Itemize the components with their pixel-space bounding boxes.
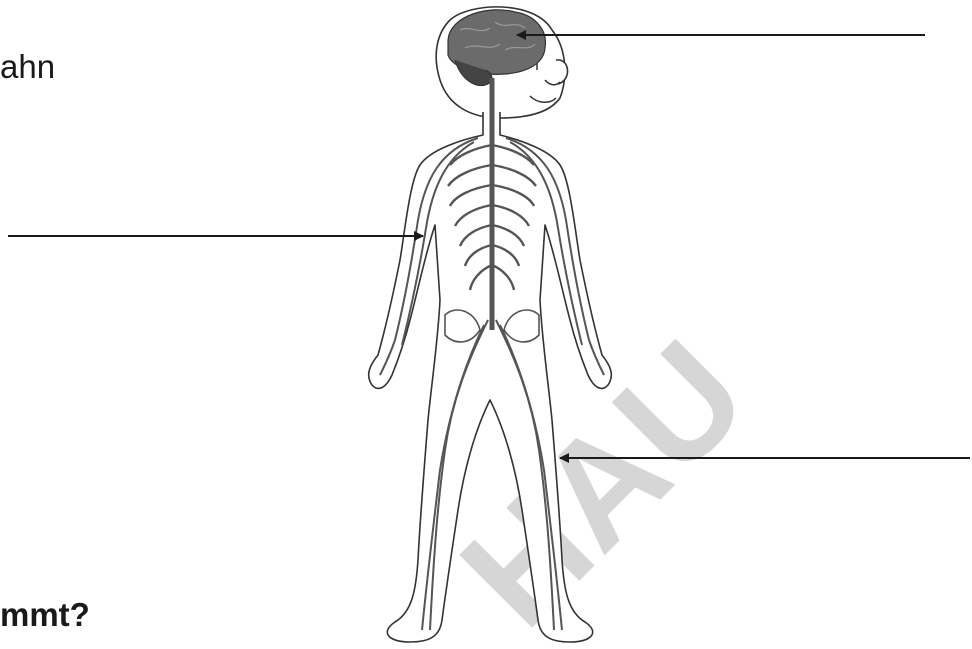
nervous-system-diagram: HAU [0,0,972,649]
